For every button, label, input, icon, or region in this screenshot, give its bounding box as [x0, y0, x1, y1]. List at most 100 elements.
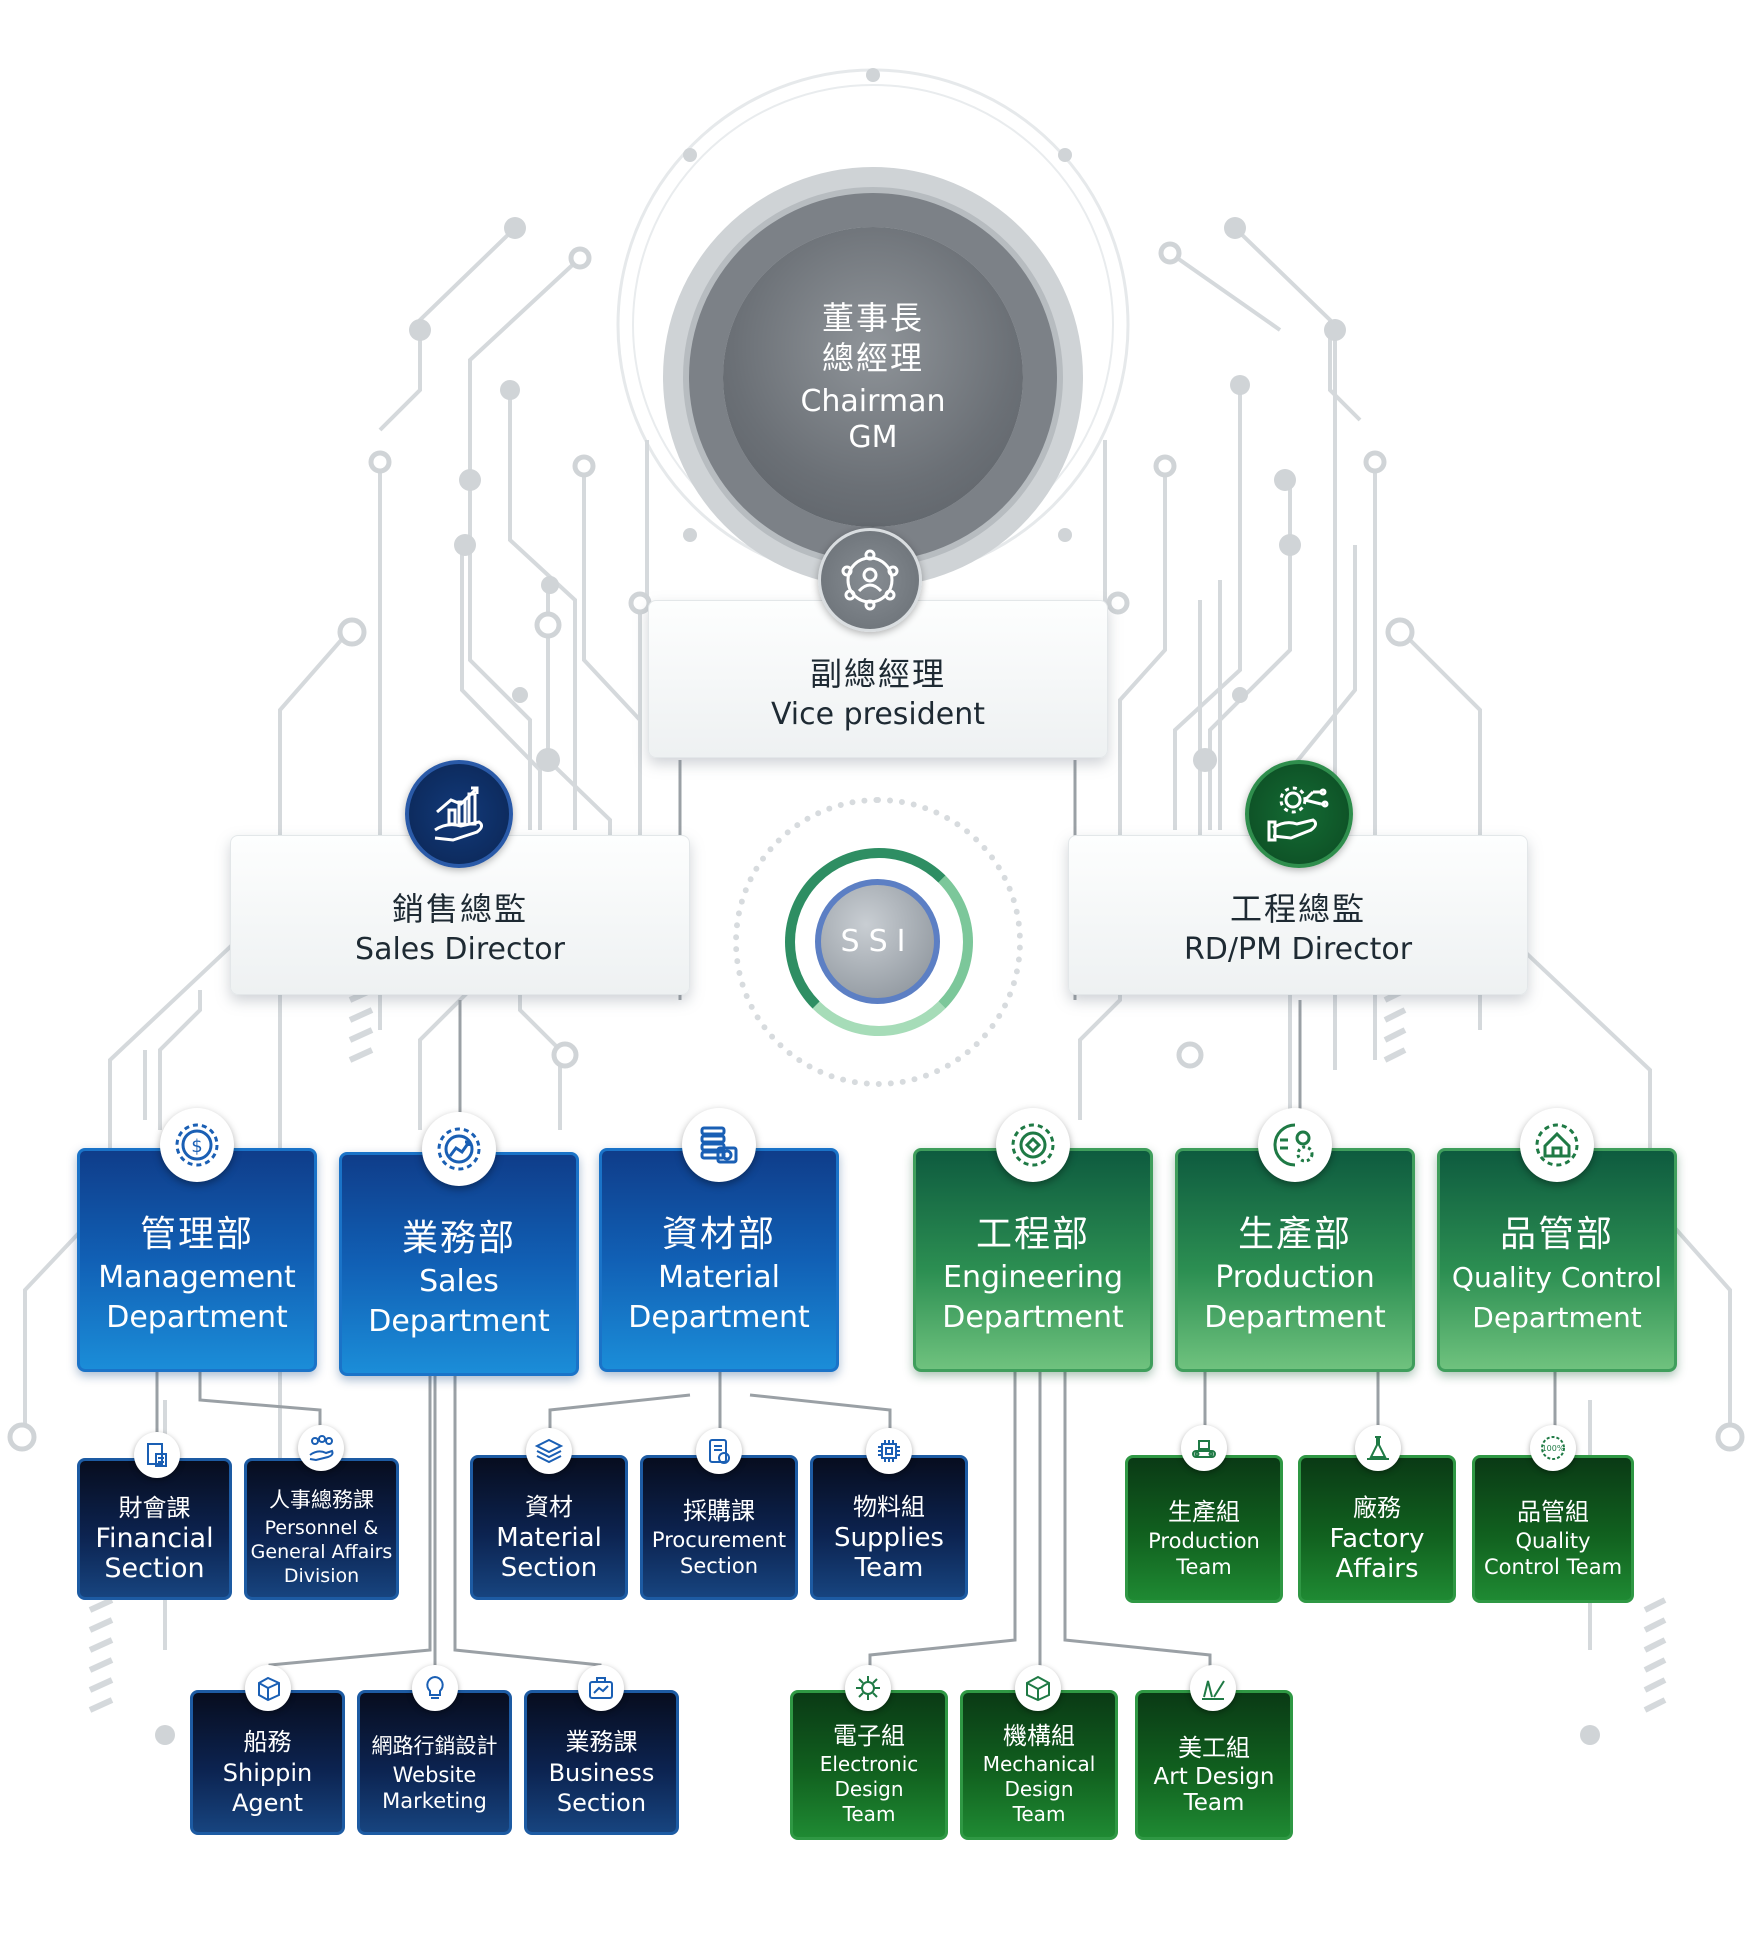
- quality-house-icon: [1520, 1108, 1594, 1182]
- vice-president-node: 副總經理 Vice president: [648, 600, 1108, 758]
- chairman-en-line1: Chairman: [800, 384, 946, 419]
- management-department: 管理部 Management Department: [77, 1148, 317, 1372]
- dept-zh: 管理部: [139, 1214, 254, 1255]
- section-zh: 生產組: [1168, 1498, 1240, 1526]
- shipping-box-icon: [245, 1665, 291, 1711]
- supplies-team: 物料組 Supplies Team: [810, 1455, 968, 1600]
- dept-en2: Department: [1204, 1300, 1386, 1335]
- svg-text:100%: 100%: [1542, 1444, 1565, 1453]
- vice-president-zh: 副總經理: [809, 655, 946, 693]
- chairman-en-line2: GM: [848, 420, 898, 455]
- mechanical-design-team: 機構組 Mechanical Design Team: [960, 1690, 1118, 1840]
- dept-en1: Quality Control: [1451, 1261, 1663, 1294]
- dept-en2: Department: [368, 1304, 550, 1339]
- section-en1: Material: [496, 1522, 602, 1553]
- dept-en1: Production: [1215, 1260, 1375, 1295]
- calculator-document-icon: [134, 1432, 180, 1478]
- dept-en1: Material: [658, 1260, 780, 1295]
- quality-control-department: 品管部 Quality Control Department: [1437, 1148, 1677, 1372]
- section-en1: Shippin: [222, 1758, 313, 1787]
- section-zh: 美工組: [1178, 1734, 1250, 1762]
- conveyor-icon: [1181, 1425, 1227, 1471]
- factory-affairs: 廠務 Factory Affairs: [1298, 1455, 1456, 1603]
- section-en2: Design: [1004, 1776, 1074, 1801]
- sales-department: 業務部 Sales Department: [339, 1152, 579, 1376]
- section-en1: Business: [548, 1758, 655, 1787]
- electronic-design-team: 電子組 Electronic Design Team: [790, 1690, 948, 1840]
- dollar-gear-icon: $: [160, 1108, 234, 1182]
- art-design-team: 美工組 Art Design Team: [1135, 1690, 1293, 1840]
- section-en1: Factory: [1329, 1524, 1425, 1554]
- section-en2: Control Team: [1483, 1555, 1623, 1579]
- dept-zh: 業務部: [401, 1218, 516, 1259]
- section-zh: 機構組: [1003, 1721, 1075, 1750]
- section-zh: 品管組: [1517, 1498, 1589, 1526]
- design-tools-icon: [1190, 1665, 1236, 1711]
- material-section: 資材 Material Section: [470, 1455, 628, 1600]
- dept-zh: 資材部: [661, 1214, 776, 1255]
- svg-text:$: $: [191, 1136, 202, 1157]
- personnel-division: 人事總務課 Personnel & General Affairs Divisi…: [244, 1458, 399, 1600]
- section-en2: Section: [556, 1788, 647, 1817]
- quality-control-team: 品管組 Quality Control Team: [1472, 1455, 1634, 1603]
- section-en2: Affairs: [1335, 1554, 1419, 1584]
- dept-en1: Management: [98, 1260, 296, 1295]
- financial-section: 財會課 Financial Section: [77, 1458, 232, 1600]
- section-zh: 業務課: [565, 1727, 638, 1756]
- briefcase-chart-icon: [578, 1665, 624, 1711]
- dept-zh: 工程部: [975, 1214, 1090, 1255]
- 3d-cube-icon: [1015, 1665, 1061, 1711]
- dept-zh: 生產部: [1237, 1214, 1352, 1255]
- production-department: 生產部 Production Department: [1175, 1148, 1415, 1372]
- rd-director-zh: 工程總監: [1229, 890, 1366, 928]
- section-en2: Section: [500, 1552, 598, 1583]
- dept-en2: Department: [628, 1300, 810, 1335]
- section-en1: Supplies: [834, 1522, 944, 1553]
- section-zh: 資材: [525, 1492, 573, 1521]
- section-zh: 船務: [243, 1727, 292, 1756]
- section-zh: 廠務: [1353, 1494, 1401, 1522]
- section-en3: Team: [1012, 1801, 1066, 1826]
- lightbulb-icon: [412, 1665, 458, 1711]
- business-section: 業務課 Business Section: [524, 1690, 679, 1835]
- layers-icon: [526, 1428, 572, 1474]
- ssi-outer-ring: [733, 797, 1023, 1087]
- dept-en2: Department: [942, 1300, 1124, 1335]
- section-zh: 採購課: [683, 1496, 755, 1525]
- dept-en1: Engineering: [943, 1260, 1123, 1295]
- procurement-section: 採購課 Procurement Section: [640, 1455, 798, 1600]
- ssi-logo: SSI: [815, 879, 940, 1004]
- section-en2: Team: [1183, 1790, 1245, 1816]
- shipping-agent: 船務 Shippin Agent: [190, 1690, 345, 1835]
- section-en1: Mechanical: [982, 1751, 1096, 1776]
- section-en2: General Affairs: [250, 1541, 393, 1563]
- section-en1: Financial: [95, 1523, 214, 1554]
- section-en1: Electronic: [819, 1751, 919, 1776]
- section-en3: Division: [283, 1565, 360, 1587]
- sales-director-zh: 銷售總監: [391, 890, 528, 928]
- section-zh: 財會課: [118, 1494, 191, 1522]
- section-en2: Section: [679, 1553, 759, 1578]
- growth-gear-icon: [422, 1112, 496, 1186]
- section-en3: Team: [842, 1801, 896, 1826]
- section-en1: Production: [1148, 1529, 1260, 1553]
- dept-zh: 品管部: [1499, 1214, 1614, 1255]
- production-team: 生產組 Production Team: [1125, 1455, 1283, 1603]
- chairman-zh-line1: 董事長: [821, 299, 924, 337]
- gear-hand-icon: [1245, 760, 1353, 868]
- factory-flask-icon: [1355, 1425, 1401, 1471]
- ssi-green-ring: [785, 848, 973, 1036]
- section-en1: Procurement: [651, 1527, 787, 1552]
- dept-en2: Department: [1472, 1301, 1642, 1334]
- sales-director-en: Sales Director: [355, 932, 565, 967]
- engineering-gear-icon: [996, 1108, 1070, 1182]
- chairman-zh-line2: 總經理: [821, 339, 924, 377]
- team-hand-icon: [298, 1425, 344, 1471]
- dept-en2: Department: [106, 1300, 288, 1335]
- people-network-icon: [818, 528, 922, 632]
- section-en2: Team: [1176, 1555, 1232, 1579]
- chairman-node: 董事長 總經理 Chairman GM: [723, 227, 1023, 527]
- website-marketing: 網路行銷設計 Website Marketing: [357, 1690, 512, 1835]
- vice-president-en: Vice president: [770, 697, 986, 732]
